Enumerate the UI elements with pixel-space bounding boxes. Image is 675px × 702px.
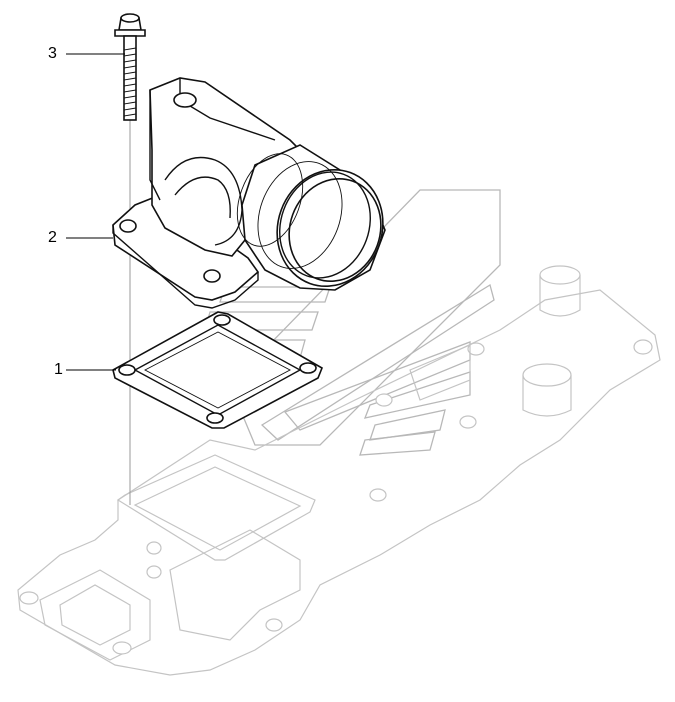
flange-bolt	[114, 13, 146, 121]
callout-number-3: 3	[48, 45, 57, 62]
callout-number-1: 1	[54, 361, 63, 378]
elbow-outlet-housing	[112, 77, 386, 309]
callout-number-2: 2	[48, 229, 57, 246]
gasket	[112, 311, 324, 429]
manifold-ghost	[17, 265, 661, 676]
